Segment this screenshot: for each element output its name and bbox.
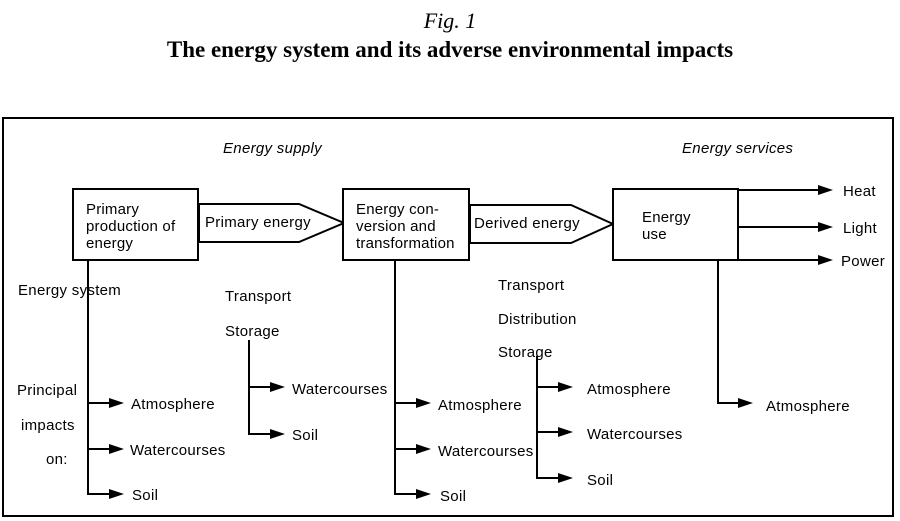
energy-supply-header: Energy supply [223,140,322,157]
derived-stage-watercourses-line [536,431,559,433]
impacts-label: impacts [21,417,75,434]
service-heat-label: Heat [843,183,876,200]
derived-energy-arrow [469,204,616,244]
energy-system-label: Energy system [18,282,122,299]
light-arrow-line [738,226,820,228]
derived-stage-soil-line [536,477,559,479]
figure-title: The energy system and its adverse enviro… [166,37,734,62]
conversion-atmosphere-arrowhead-icon [416,398,431,408]
energy-conversion-line3: transformation [356,235,455,252]
on-label: on: [46,451,68,468]
primary-production-line1: Primary [86,201,140,218]
energy-use-box: Energy use [612,188,739,261]
derived-stage-distribution: Distribution [498,311,577,328]
conversion-watercourses-line [394,448,417,450]
derived-stage-transport: Transport [498,277,565,294]
production-impact-watercourses: Watercourses [130,442,226,459]
power-arrowhead-icon [818,255,833,265]
primary-production-box: Primary production of energy [72,188,199,261]
conversion-impact-atmosphere: Atmosphere [438,397,522,414]
production-watercourses-line [87,448,110,450]
use-impact-stem [717,261,719,404]
derived-stage-atmosphere-line [536,386,559,388]
derived-stage-atmosphere-arrowhead-icon [558,382,573,392]
primary-stage-impact-soil: Soil [292,427,319,444]
production-soil-line [87,493,110,495]
use-impact-atmosphere: Atmosphere [766,398,850,415]
production-impact-atmosphere: Atmosphere [131,396,215,413]
conversion-impact-stem [394,261,396,495]
energy-services-header: Energy services [682,140,794,157]
derived-stage-watercourses-arrowhead-icon [558,427,573,437]
primary-energy-label: Primary energy [205,214,311,231]
derived-stage-stem [536,356,538,479]
derived-stage-impact-soil: Soil [587,472,614,489]
diagram-frame [2,117,894,517]
service-light-label: Light [843,220,878,237]
derived-stage-impact-atmosphere: Atmosphere [587,381,671,398]
primary-stage-transport: Transport [225,288,292,305]
energy-conversion-box: Energy con- version and transformation [342,188,470,261]
use-atmosphere-arrowhead-icon [738,398,753,408]
primary-stage-watercourses-arrowhead-icon [270,382,285,392]
light-arrowhead-icon [818,222,833,232]
primary-stage-soil-line [248,433,271,435]
production-soil-arrowhead-icon [109,489,124,499]
primary-production-line2: production of [86,218,176,235]
primary-stage-watercourses-line [248,386,271,388]
primary-stage-storage: Storage [225,323,280,340]
conversion-impact-watercourses: Watercourses [438,443,534,460]
conversion-atmosphere-line [394,402,417,404]
use-atmosphere-line [717,402,739,404]
conversion-soil-arrowhead-icon [416,489,431,499]
heat-arrowhead-icon [818,185,833,195]
conversion-soil-line [394,493,417,495]
principal-label: Principal [17,382,78,399]
service-power-label: Power [841,253,886,270]
energy-conversion-line2: version and [356,218,436,235]
production-watercourses-arrowhead-icon [109,444,124,454]
energy-conversion-line1: Energy con- [356,201,440,218]
conversion-impact-soil: Soil [440,488,467,505]
derived-energy-label: Derived energy [474,215,580,232]
conversion-watercourses-arrowhead-icon [416,444,431,454]
primary-stage-soil-arrowhead-icon [270,429,285,439]
heat-arrow-line [738,189,820,191]
derived-stage-storage: Storage [498,344,553,361]
power-arrow-line [738,259,820,261]
primary-production-line3: energy [86,235,134,252]
derived-stage-impact-watercourses: Watercourses [587,426,683,443]
primary-stage-impact-watercourses: Watercourses [292,381,388,398]
production-impact-soil: Soil [132,487,159,504]
derived-stage-soil-arrowhead-icon [558,473,573,483]
figure-number: Fig. 1 [423,8,477,33]
production-impact-stem [87,261,89,495]
primary-energy-arrow [198,203,347,243]
energy-use-line1: Energy [642,209,691,226]
production-atmosphere-arrowhead-icon [109,398,124,408]
energy-use-line2: use [642,226,667,243]
production-atmosphere-line [87,402,110,404]
